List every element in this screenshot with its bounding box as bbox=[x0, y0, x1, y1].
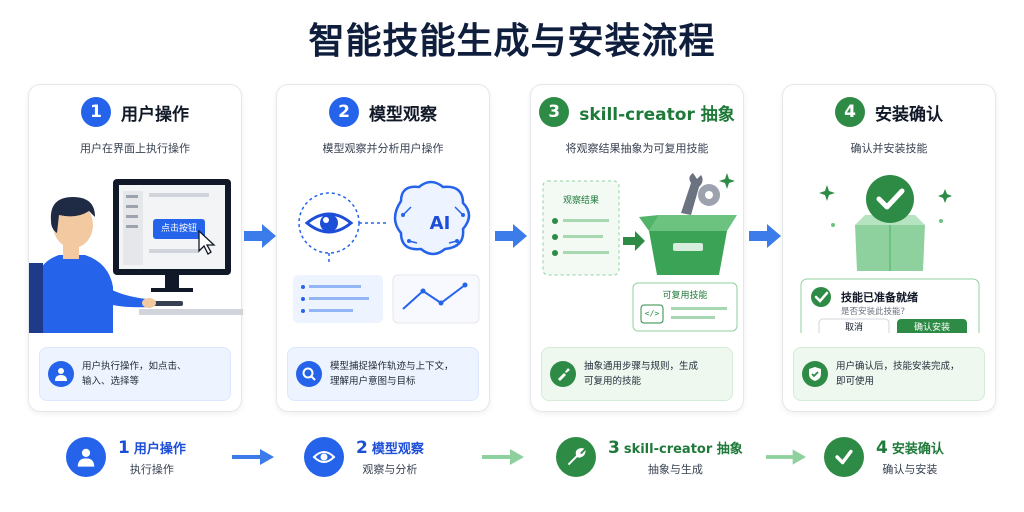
user-at-computer-illustration bbox=[29, 179, 243, 333]
code-icon: </> bbox=[644, 309, 660, 318]
check-icon bbox=[824, 437, 864, 477]
click-button-label: 点击按钮 bbox=[160, 224, 197, 234]
page-title: 智能技能生成与安装流程 bbox=[308, 21, 716, 62]
arrow-right-icon bbox=[495, 224, 527, 248]
eye-icon bbox=[304, 437, 344, 477]
step-number: 4 bbox=[835, 97, 865, 127]
step-number: 2 bbox=[329, 97, 359, 127]
step-note: 抽象通用步骤与规则，生成 可复用的技能 bbox=[541, 347, 733, 401]
step-note-text: 模型捕捉操作轨迹与上下文， 理解用户意图与目标 bbox=[330, 361, 454, 387]
step-card-model-observe: 2 模型观察 模型观察并分析用户操作 AI 模型捕捉操作轨迹与上下文， 理解用户… bbox=[276, 84, 490, 412]
step-card-skill-creator: 3 skill-creator 抽象 将观察结果抽象为可复用技能 观察结果 可复… bbox=[530, 84, 744, 412]
dialog-question: 是否安装此技能? bbox=[841, 307, 906, 317]
step-card-install-confirm: 4 安装确认 确认并安装技能 技能已准备就绪 是否安装此技能? 取消 确认安装 … bbox=[782, 84, 996, 412]
user-icon bbox=[66, 437, 106, 477]
flow-subtitle: 执行操作 bbox=[129, 462, 174, 476]
arrow-right-icon bbox=[232, 449, 274, 465]
step-note-text: 抽象通用步骤与规则，生成 可复用的技能 bbox=[584, 361, 699, 387]
observe-result-label: 观察结果 bbox=[562, 196, 599, 206]
flow-subtitle: 确认与安装 bbox=[882, 462, 938, 476]
toolbox-illustration bbox=[542, 173, 738, 332]
step-subtitle: 用户在界面上执行操作 bbox=[80, 142, 190, 155]
card-header: 3 skill-creator 抽象 bbox=[531, 97, 743, 127]
step-note: 用户确认后，技能安装完成， 即可使用 bbox=[793, 347, 985, 401]
brush-icon bbox=[550, 361, 576, 387]
dialog-title: 技能已准备就绪 bbox=[841, 291, 918, 304]
shield-check-icon bbox=[802, 361, 828, 387]
step-note-text: 用户执行操作，如点击、 输入、选择等 bbox=[82, 361, 187, 387]
search-icon bbox=[296, 361, 322, 387]
step-number: 1 bbox=[81, 97, 111, 127]
card-header: 2 模型观察 bbox=[277, 97, 489, 127]
step-note: 模型捕捉操作轨迹与上下文， 理解用户意图与目标 bbox=[287, 347, 479, 401]
flow-subtitle: 观察与分析 bbox=[362, 462, 418, 476]
step-title: skill-creator 抽象 bbox=[579, 104, 735, 125]
card-header: 4 安装确认 bbox=[783, 97, 995, 127]
arrow-right-icon bbox=[244, 224, 276, 248]
step-title: 安装确认 bbox=[875, 104, 943, 125]
installed-package-illustration bbox=[800, 175, 980, 333]
eye-and-ai-brain-illustration bbox=[293, 180, 480, 324]
user-icon bbox=[48, 361, 74, 387]
card-header: 1 用户操作 bbox=[29, 97, 241, 127]
step-note: 用户执行操作，如点击、 输入、选择等 bbox=[39, 347, 231, 401]
cancel-button[interactable]: 取消 bbox=[844, 323, 863, 333]
step-title: 用户操作 bbox=[121, 104, 189, 125]
step-title: 模型观察 bbox=[369, 104, 437, 125]
reusable-skill-label: 可复用技能 bbox=[662, 291, 708, 301]
step-note-text: 用户确认后，技能安装完成， 即可使用 bbox=[836, 361, 960, 387]
arrow-right-icon bbox=[482, 449, 524, 465]
step-number: 3 bbox=[539, 97, 570, 127]
arrow-right-icon bbox=[766, 449, 806, 465]
flow-subtitle: 抽象与生成 bbox=[647, 462, 703, 476]
wrench-icon bbox=[556, 437, 596, 477]
confirm-install-button[interactable]: 确认安装 bbox=[913, 323, 950, 333]
arrow-right-icon bbox=[749, 224, 781, 248]
step-subtitle: 模型观察并分析用户操作 bbox=[322, 142, 444, 155]
step-subtitle: 确认并安装技能 bbox=[850, 142, 928, 155]
ai-label: AI bbox=[429, 213, 451, 234]
step-subtitle: 将观察结果抽象为可复用技能 bbox=[565, 142, 709, 155]
step-card-user-action: 1 用户操作 用户在界面上执行操作 点击按钮 用户执行操作，如点击、 输入、选择… bbox=[28, 84, 243, 412]
